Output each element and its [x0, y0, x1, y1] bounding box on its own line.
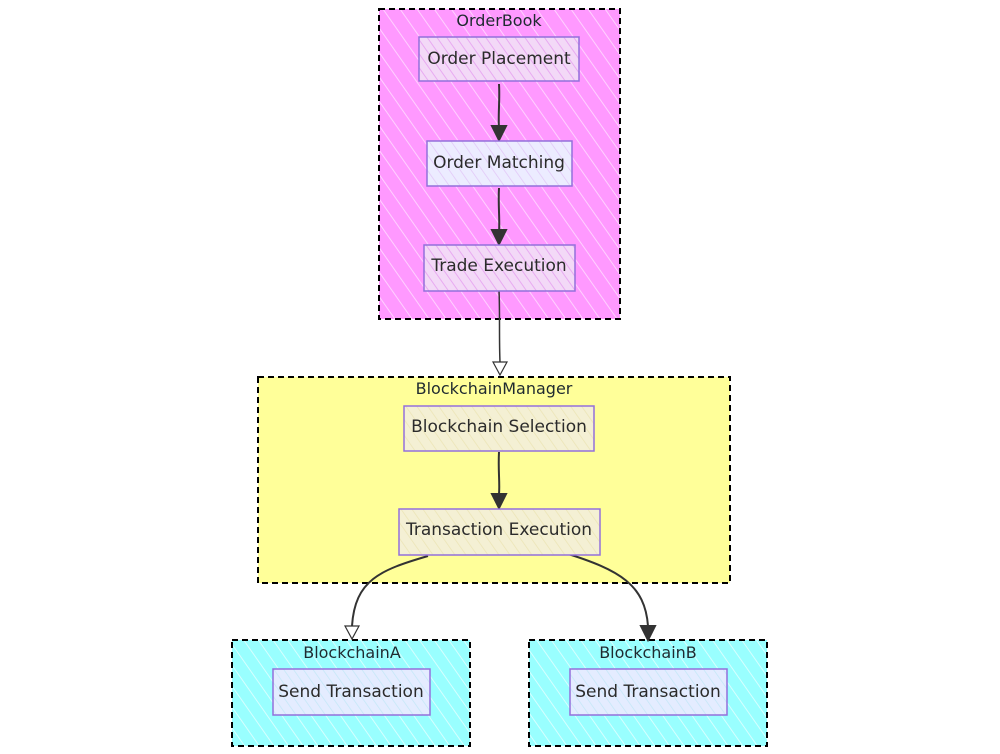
cluster-orderbook-title: OrderBook — [456, 11, 542, 30]
arrowhead-placement-to-matching — [490, 125, 508, 143]
arrowhead-execution-to-manager — [491, 361, 509, 377]
arrowhead-transaction-to-blockchain-b — [639, 625, 657, 643]
node-trade-execution-label: Trade Execution — [430, 256, 566, 276]
node-blockchain-selection[interactable]: Blockchain Selection — [403, 405, 595, 452]
node-blockchain-a-send-transaction[interactable]: Send Transaction — [272, 668, 431, 716]
cluster-blockchain-manager-title: BlockchainManager — [416, 379, 573, 398]
edge-execution-to-manager — [498, 290, 501, 363]
node-transaction-execution-label: Transaction Execution — [405, 520, 592, 540]
node-blockchain-b-send-transaction[interactable]: Send Transaction — [569, 668, 728, 716]
edges — [343, 83, 657, 643]
arrowhead-matching-to-execution — [490, 229, 508, 247]
arrowhead-transaction-to-blockchain-a — [343, 625, 361, 641]
edge-placement-to-matching — [497, 83, 501, 129]
node-blockchain-b-send-transaction-label: Send Transaction — [575, 682, 720, 702]
node-order-placement[interactable]: Order Placement — [418, 36, 580, 82]
node-order-matching-label: Order Matching — [433, 153, 565, 173]
edge-transaction-to-blockchain-a — [351, 555, 429, 627]
node-order-matching[interactable]: Order Matching — [426, 140, 573, 187]
edge-matching-to-execution — [497, 187, 501, 233]
node-blockchain-selection-label: Blockchain Selection — [411, 417, 587, 437]
node-transaction-execution[interactable]: Transaction Execution — [398, 508, 601, 556]
node-trade-execution[interactable]: Trade Execution — [423, 244, 576, 292]
cluster-blockchain-a-title: BlockchainA — [303, 643, 401, 662]
edge-selection-to-transaction — [497, 451, 501, 495]
node-order-placement-label: Order Placement — [427, 49, 571, 69]
edge-transaction-to-blockchain-b — [564, 552, 649, 627]
node-blockchain-a-send-transaction-label: Send Transaction — [278, 682, 423, 702]
arrowhead-selection-to-transaction — [490, 493, 508, 511]
cluster-blockchain-b-title: BlockchainB — [599, 643, 697, 662]
